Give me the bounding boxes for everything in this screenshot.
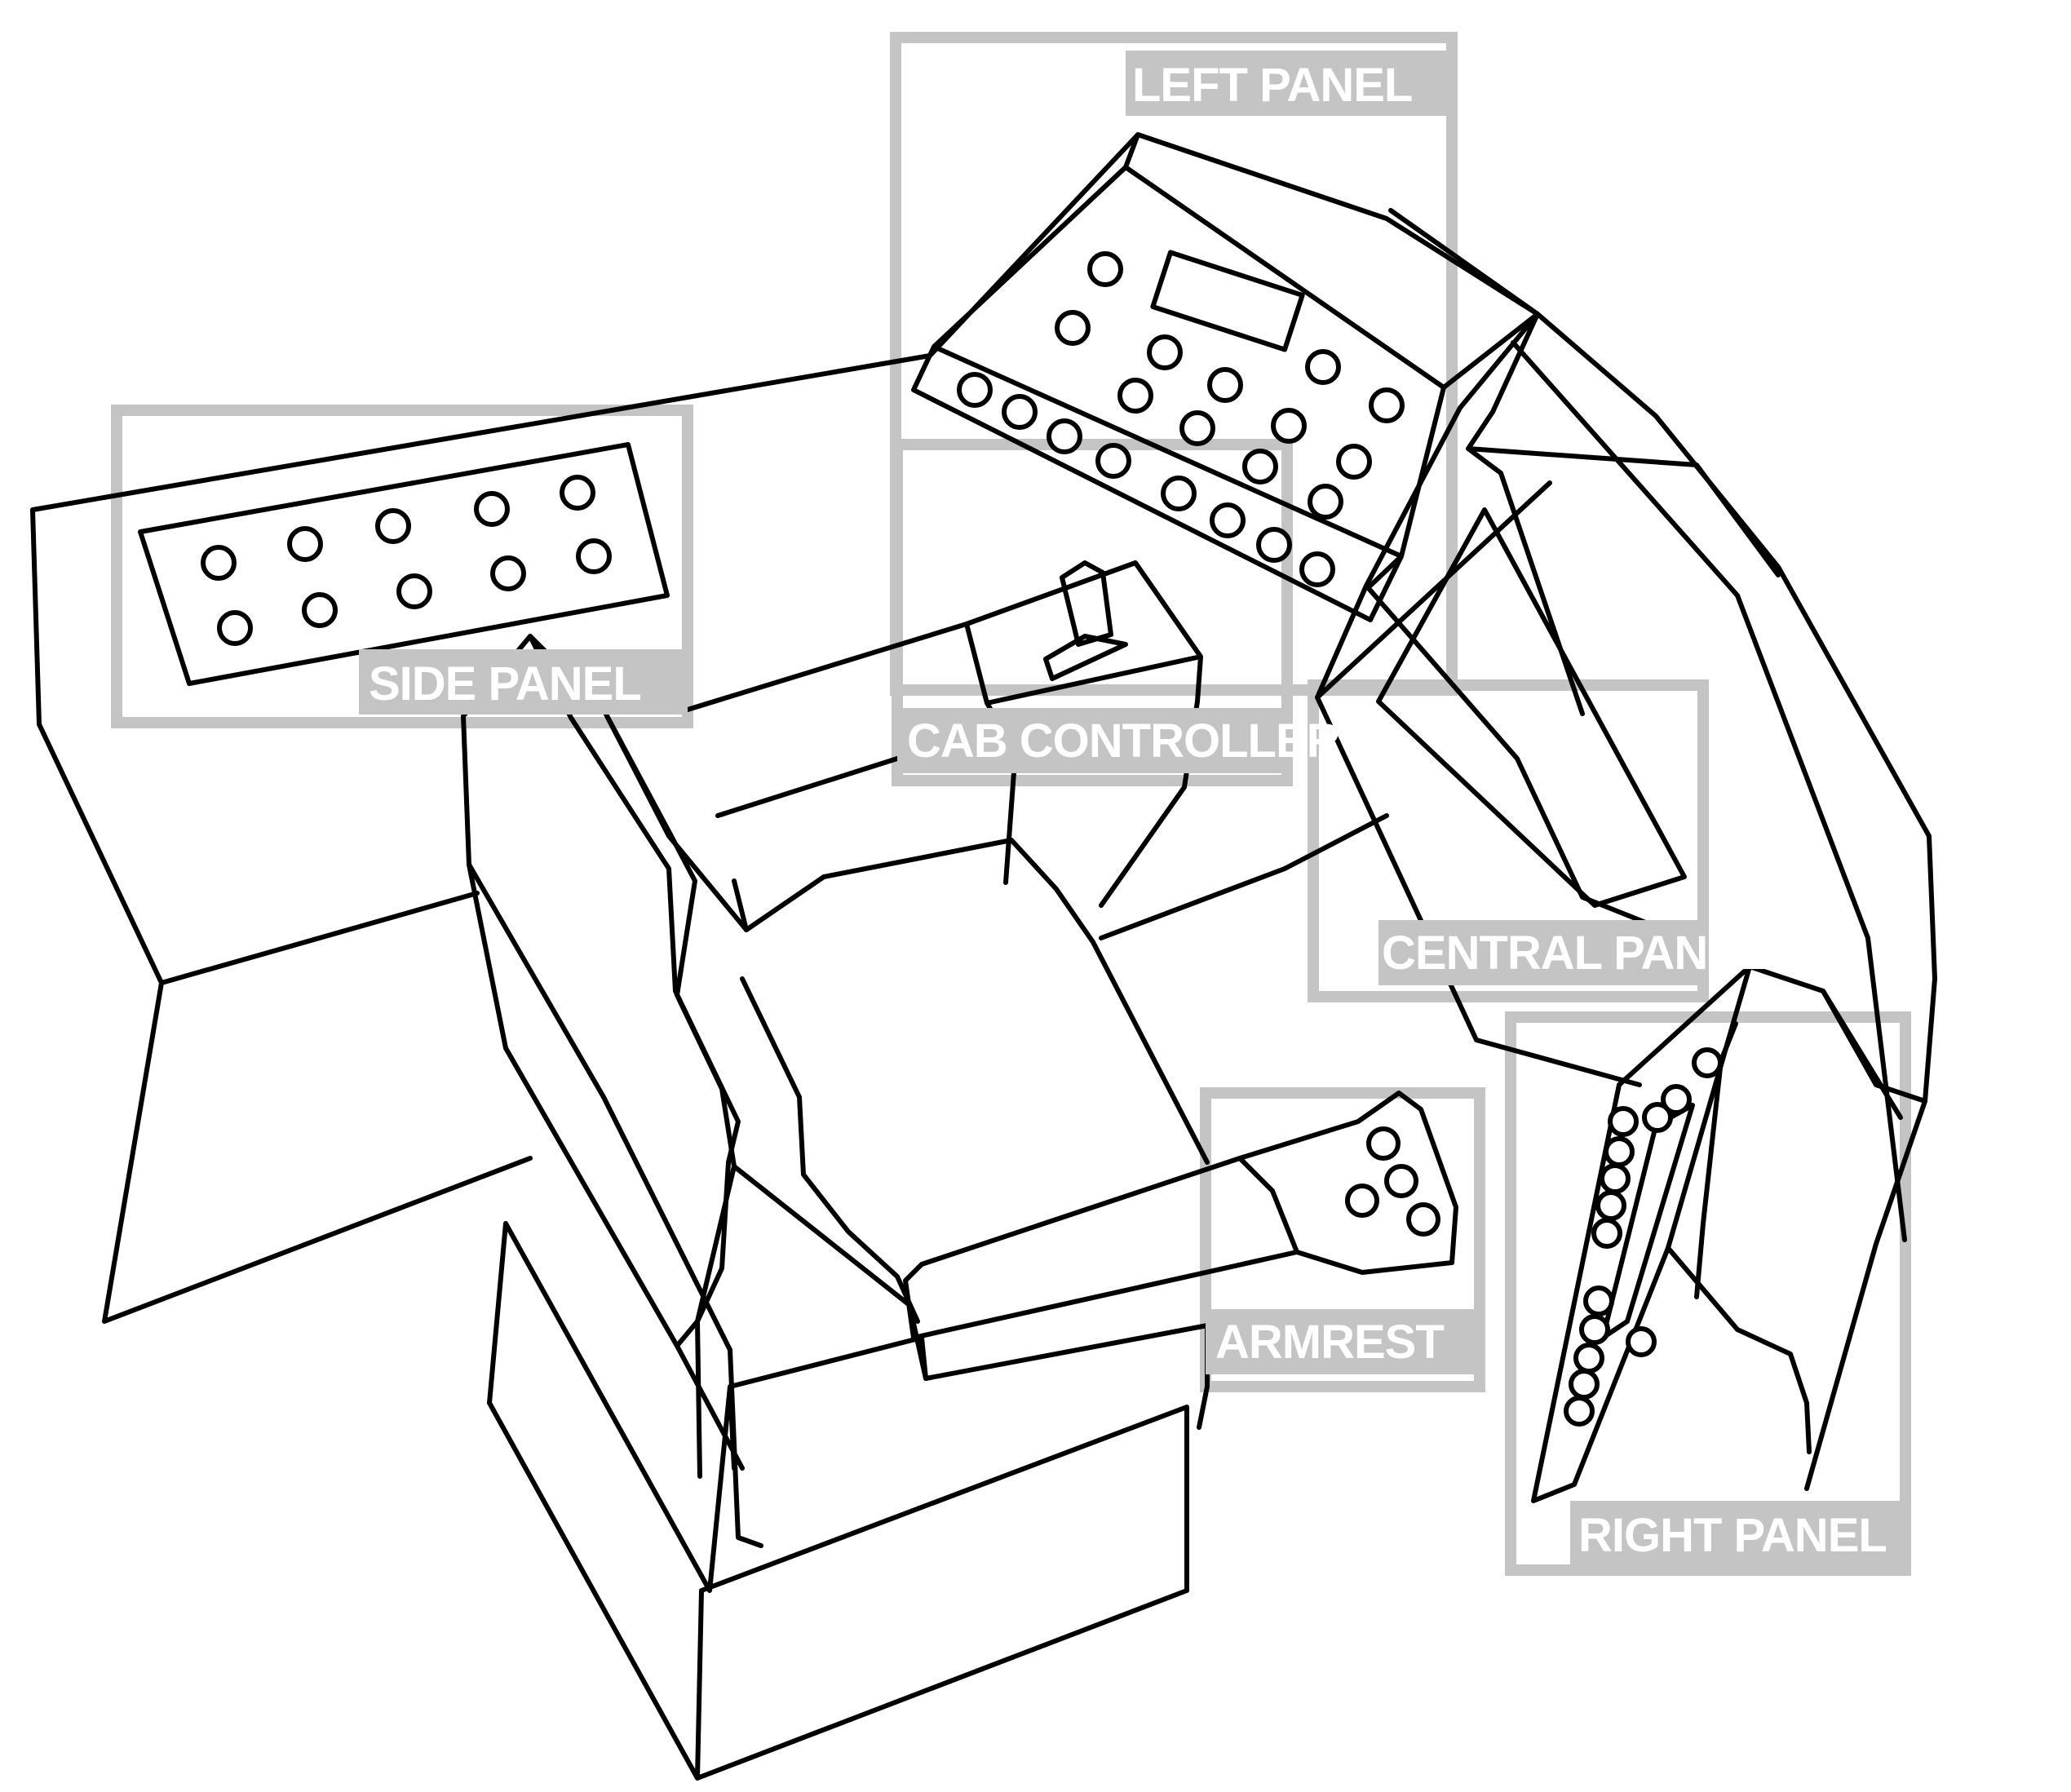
cockpit-frame: [1315, 208, 1937, 1491]
callout-boxes: [111, 32, 1911, 1576]
label-armrest: ARMREST: [1206, 1309, 1480, 1374]
right-panel-bay: [1666, 989, 1927, 1454]
cab-controller-callout: [892, 439, 1293, 786]
side-wall: [30, 353, 932, 1324]
seat-cushion: [675, 838, 1210, 1381]
left-panel-buttons: [957, 251, 1405, 587]
armrest: [903, 1091, 1458, 1340]
seat-base: [487, 1221, 1210, 1781]
armrest-label: ARMREST: [1215, 1316, 1444, 1369]
central-panel-screen: [1376, 507, 1687, 908]
seat-back-cushion: [467, 634, 745, 1479]
side-panel-label: SIDE PANEL: [369, 657, 641, 710]
seat-backrest: [461, 634, 763, 1548]
label-central-panel: CENTRAL PANEL: [1378, 920, 1767, 985]
cab-drawing: [30, 132, 1937, 1781]
left-panel-display: [1150, 250, 1305, 352]
controller-lever: [1043, 560, 1128, 681]
central-panel-label: CENTRAL PANEL: [1382, 927, 1766, 980]
armrest-buttons: [1345, 1126, 1440, 1237]
label-side-panel: SIDE PANEL: [359, 649, 688, 715]
console-base-line: [1099, 813, 1389, 940]
side-panel-plate: [138, 442, 670, 686]
armrest-callout: [1200, 1087, 1485, 1392]
right-panel-label: RIGHT PANEL: [1578, 1509, 1887, 1562]
right-panel-callout: [1505, 1011, 1911, 1576]
right-panel-buttons: [1564, 1047, 1723, 1427]
label-left-panel: LEFT PANEL: [1126, 51, 1452, 116]
label-right-panel: RIGHT PANEL: [1570, 1501, 1905, 1566]
side-panel-buttons: [201, 475, 612, 646]
left-panel-label: LEFT PANEL: [1132, 59, 1412, 112]
central-panel-callout: [1308, 679, 1709, 1002]
label-cab-controller: CAB CONTROLLER: [897, 708, 1341, 773]
cab-controller-label: CAB CONTROLLER: [907, 715, 1340, 768]
side-panel-callout: [111, 405, 693, 728]
